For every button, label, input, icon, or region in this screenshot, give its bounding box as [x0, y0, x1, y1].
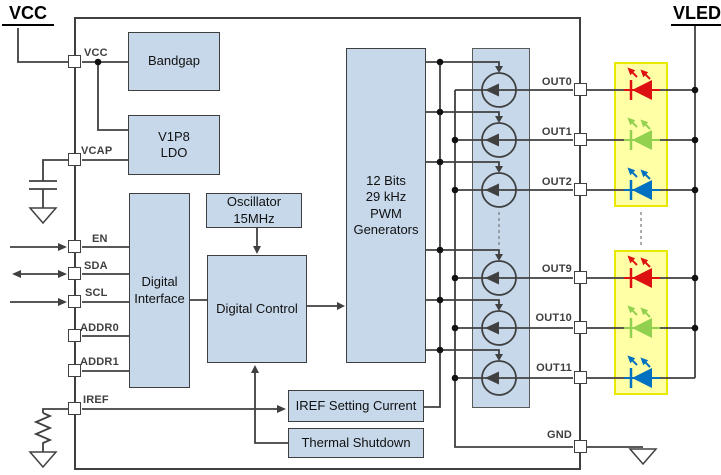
block-oscillator: Oscillator 15MHz: [206, 193, 302, 228]
block-digital-control: Digital Control: [207, 255, 307, 363]
pin-label-gnd: GND: [546, 429, 572, 441]
current-source-bank: [472, 48, 530, 408]
leds: [622, 63, 662, 390]
ground-icon: [29, 207, 57, 224]
pin-label-out11: OUT11: [536, 362, 572, 374]
pin-addr0: [68, 329, 81, 342]
pin-out9: [574, 271, 587, 284]
pin-out10: [574, 321, 587, 334]
pin-label-vcap: VCAP: [81, 145, 113, 157]
pin-label-out0: OUT0: [541, 76, 572, 88]
pin-vcap: [68, 153, 81, 166]
pin-scl: [68, 295, 81, 308]
arrowheads: [12, 66, 503, 413]
ellipsis-dashes: [498, 212, 642, 247]
block-digital-interface: Digital Interface: [129, 193, 190, 388]
pin-label-out2: OUT2: [541, 176, 572, 188]
pin-label-scl: SCL: [85, 287, 108, 299]
pin-label-iref: IREF: [83, 394, 109, 406]
block-v1p8-ldo: V1P8 LDO: [128, 115, 220, 175]
ground-icon: [629, 448, 657, 465]
pin-addr1: [68, 364, 81, 377]
pin-gnd: [574, 440, 587, 453]
pin-label-sda: SDA: [84, 260, 108, 272]
led-out9-icon: [622, 251, 662, 290]
pin-out2: [574, 183, 587, 196]
block-pwm-generators: 12 Bits 29 kHz PWM Generators: [346, 48, 426, 363]
vled-rail-label: VLED: [671, 2, 721, 26]
led-out2-icon: [622, 163, 662, 202]
pin-out1: [574, 133, 587, 146]
block-bandgap: Bandgap: [128, 32, 220, 91]
pin-label-out1: OUT1: [541, 126, 572, 138]
pin-label-out9: OUT9: [541, 263, 572, 275]
vcc-rail-label: VCC: [2, 2, 54, 26]
pin-label-addr0: ADDR0: [80, 322, 119, 334]
led-out0-icon: [622, 63, 662, 102]
pin-vcc: [68, 55, 81, 68]
pin-sda: [68, 267, 81, 280]
pin-en: [68, 240, 81, 253]
pin-label-addr1: ADDR1: [80, 356, 119, 368]
led-out1-icon: [622, 113, 662, 152]
ground-icon: [29, 451, 57, 468]
pin-label-out10: OUT10: [535, 312, 572, 324]
block-thermal-shutdown: Thermal Shutdown: [288, 428, 424, 458]
wires: [10, 24, 696, 452]
junction-dots: [94, 58, 699, 382]
pin-out0: [574, 83, 587, 96]
block-iref-setting-current: IREF Setting Current: [288, 390, 424, 422]
pin-out11: [574, 371, 587, 384]
led-out11-icon: [622, 351, 662, 390]
pin-iref: [68, 402, 81, 415]
pin-label-vcc: VCC: [84, 47, 108, 59]
led-out10-icon: [622, 301, 662, 340]
pin-label-en: EN: [92, 233, 108, 245]
